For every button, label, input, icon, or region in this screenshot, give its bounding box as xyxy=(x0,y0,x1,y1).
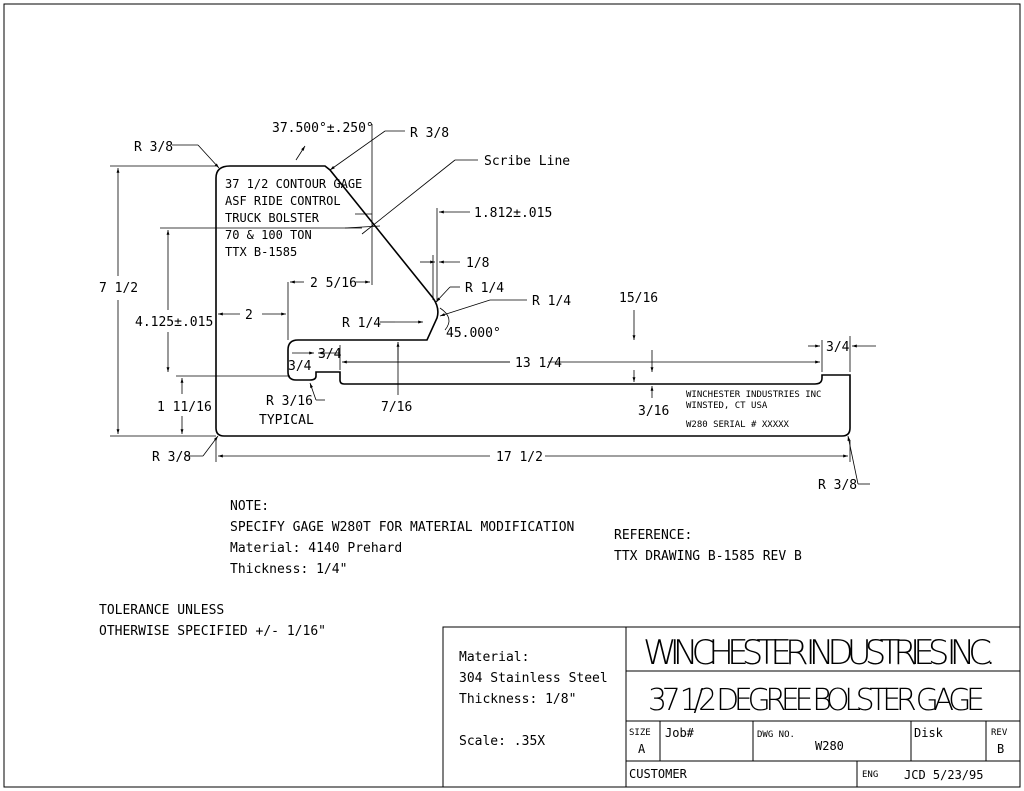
tolerance-line-2: OTHERWISE SPECIFIED +/- 1/16" xyxy=(99,624,326,639)
tb-dwg-value: W280 xyxy=(815,739,844,753)
tolerance-line-1: TOLERANCE UNLESS xyxy=(99,603,224,618)
maker-line-2: WINSTED, CT USA xyxy=(686,401,768,411)
dim-seven-16: 7/16 xyxy=(381,400,412,415)
tb-disk-label: Disk xyxy=(914,726,944,740)
dim-thirteen: 13 1/4 xyxy=(515,356,562,371)
note-line-4: Thickness: 1/4" xyxy=(230,562,347,577)
dim-height-total: 7 1/2 xyxy=(99,281,138,296)
tb-size-label: SIZE xyxy=(629,728,651,738)
dim-offset: 2 5/16 xyxy=(310,276,357,291)
note-line-3: Material: 4140 Prehard xyxy=(230,541,402,556)
dim-r-top-left: R 3/8 xyxy=(134,140,173,155)
dim-two: 2 xyxy=(245,308,253,323)
title-block: Material: 304 Stainless Steel Thickness:… xyxy=(442,626,1021,788)
dim-three-16: 3/16 xyxy=(638,404,669,419)
dim-three-quarter-right: 3/4 xyxy=(826,340,850,355)
dim-r-quarter-upper: R 1/4 xyxy=(465,281,504,296)
engrave-line-3: TRUCK BOLSTER xyxy=(225,211,320,225)
engrave-line-4: 70 & 100 TON xyxy=(225,228,312,242)
serial-line: W280 SERIAL # XXXXX xyxy=(686,420,790,430)
tb-scale: Scale: .35X xyxy=(459,734,545,749)
scribe-line-label: Scribe Line xyxy=(484,154,570,169)
engrave-line-5: TTX B-1585 xyxy=(225,245,297,259)
tb-material-1: Material: xyxy=(459,650,529,665)
dim-fifteen-16: 15/16 xyxy=(619,291,658,306)
dim-r-top-right: R 3/8 xyxy=(410,126,449,141)
dim-typical: TYPICAL xyxy=(259,413,314,428)
dimension-labels: R 3/8 37.500°±.250° R 3/8 Scribe Line 1.… xyxy=(99,121,857,493)
engrave-line-2: ASF RIDE CONTROL xyxy=(225,194,341,208)
maker-line-1: WINCHESTER INDUSTRIES INC xyxy=(686,390,821,400)
part-engraving: 37 1/2 CONTOUR GAGE ASF RIDE CONTROL TRU… xyxy=(225,177,821,430)
dim-r-3-16: R 3/16 xyxy=(266,394,313,409)
part-outline xyxy=(215,165,851,437)
dim-r-quarter-right: R 1/4 xyxy=(532,294,571,309)
reference-line-2: TTX DRAWING B-1585 REV B xyxy=(614,549,802,564)
tb-material-2: 304 Stainless Steel xyxy=(459,671,608,686)
dim-depth: 1.812±.015 xyxy=(474,206,552,221)
dimension-lines xyxy=(110,124,876,485)
tb-eng-value: JCD 5/23/95 xyxy=(904,768,983,782)
tb-material-3: Thickness: 1/8" xyxy=(459,692,576,707)
engrave-line-1: 37 1/2 CONTOUR GAGE xyxy=(225,177,362,191)
tb-eng-label: ENG xyxy=(862,770,878,780)
note-line-1: NOTE: xyxy=(230,499,269,514)
dim-height-mid: 4.125±.015 xyxy=(135,315,213,330)
dim-length: 17 1/2 xyxy=(496,450,543,465)
dim-angle-45: 45.000° xyxy=(446,326,501,341)
dim-three-quarter-left: 3/4 xyxy=(318,347,342,362)
dim-r-quarter-left: R 1/4 xyxy=(342,316,381,331)
tb-rev-label: REV xyxy=(991,728,1008,738)
note-line-2: SPECIFY GAGE W280T FOR MATERIAL MODIFICA… xyxy=(230,520,574,535)
dim-gap: 1/8 xyxy=(466,256,489,271)
tb-rev-value: B xyxy=(997,742,1004,756)
tb-company: WINCHESTER INDUSTRIES INC. xyxy=(643,633,997,673)
tb-size-value: A xyxy=(638,742,646,756)
tb-title: 37 1/2 DEGREE BOLSTER GAGE xyxy=(648,683,986,718)
tb-job-label: Job# xyxy=(665,726,695,740)
notes-block: NOTE: SPECIFY GAGE W280T FOR MATERIAL MO… xyxy=(99,499,802,639)
dim-angle-37: 37.500°±.250° xyxy=(272,121,374,136)
dim-three-quarter-inner: 3/4 xyxy=(288,359,312,374)
dim-r-bottom-right: R 3/8 xyxy=(818,478,857,493)
tb-dwg-label: DWG NO. xyxy=(757,730,795,740)
reference-line-1: REFERENCE: xyxy=(614,528,692,543)
dim-one-11-16: 1 11/16 xyxy=(157,400,212,415)
dim-r-bottom-left: R 3/8 xyxy=(152,450,191,465)
tb-customer-label: CUSTOMER xyxy=(629,767,688,781)
